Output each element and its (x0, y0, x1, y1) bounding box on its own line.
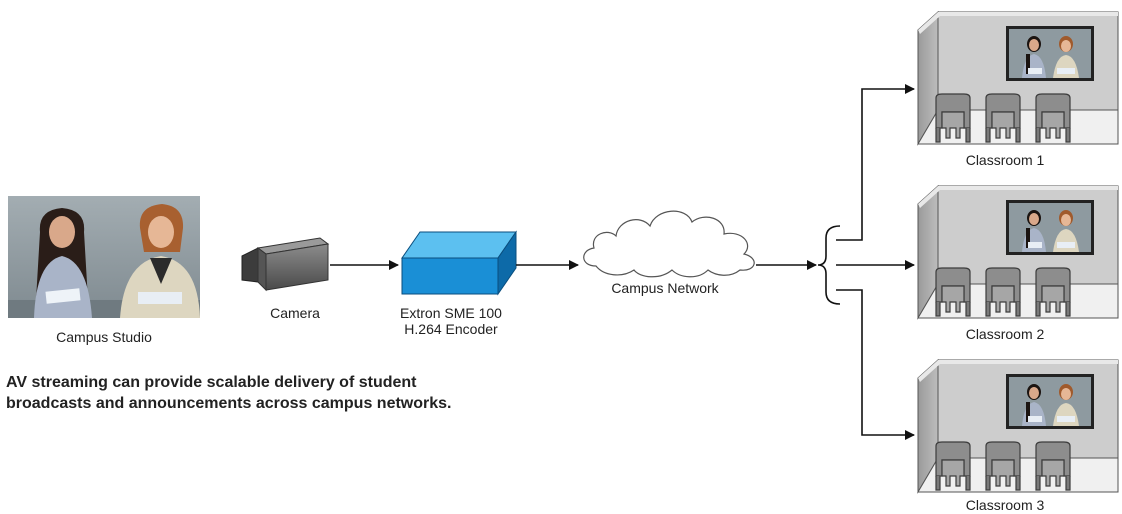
camera-label: Camera (270, 305, 320, 321)
network-label: Campus Network (611, 280, 719, 296)
classroom-3-icon (917, 359, 1119, 493)
encoder-label-line1: Extron SME 100 (400, 305, 502, 321)
caption-line-2: broadcasts and announcements across camp… (6, 395, 452, 412)
cloud-icon (583, 210, 755, 278)
flow-arrows (330, 84, 915, 440)
encoder-box-icon (401, 230, 517, 296)
encoder-label-line2: H.264 Encoder (404, 321, 498, 337)
studio-label: Campus Studio (56, 329, 152, 345)
campus-studio-image (8, 196, 200, 318)
caption-line-1: AV streaming can provide scalable delive… (6, 374, 417, 391)
classroom-3-label: Classroom 3 (965, 497, 1045, 513)
classroom-1-icon (917, 11, 1119, 145)
diagram-caption: AV streaming can provide scalable delive… (6, 372, 566, 414)
classroom-1-label: Classroom 1 (965, 152, 1045, 168)
classroom-2-icon (917, 185, 1119, 319)
camera-icon (241, 237, 330, 292)
classroom-2-label: Classroom 2 (965, 326, 1045, 342)
